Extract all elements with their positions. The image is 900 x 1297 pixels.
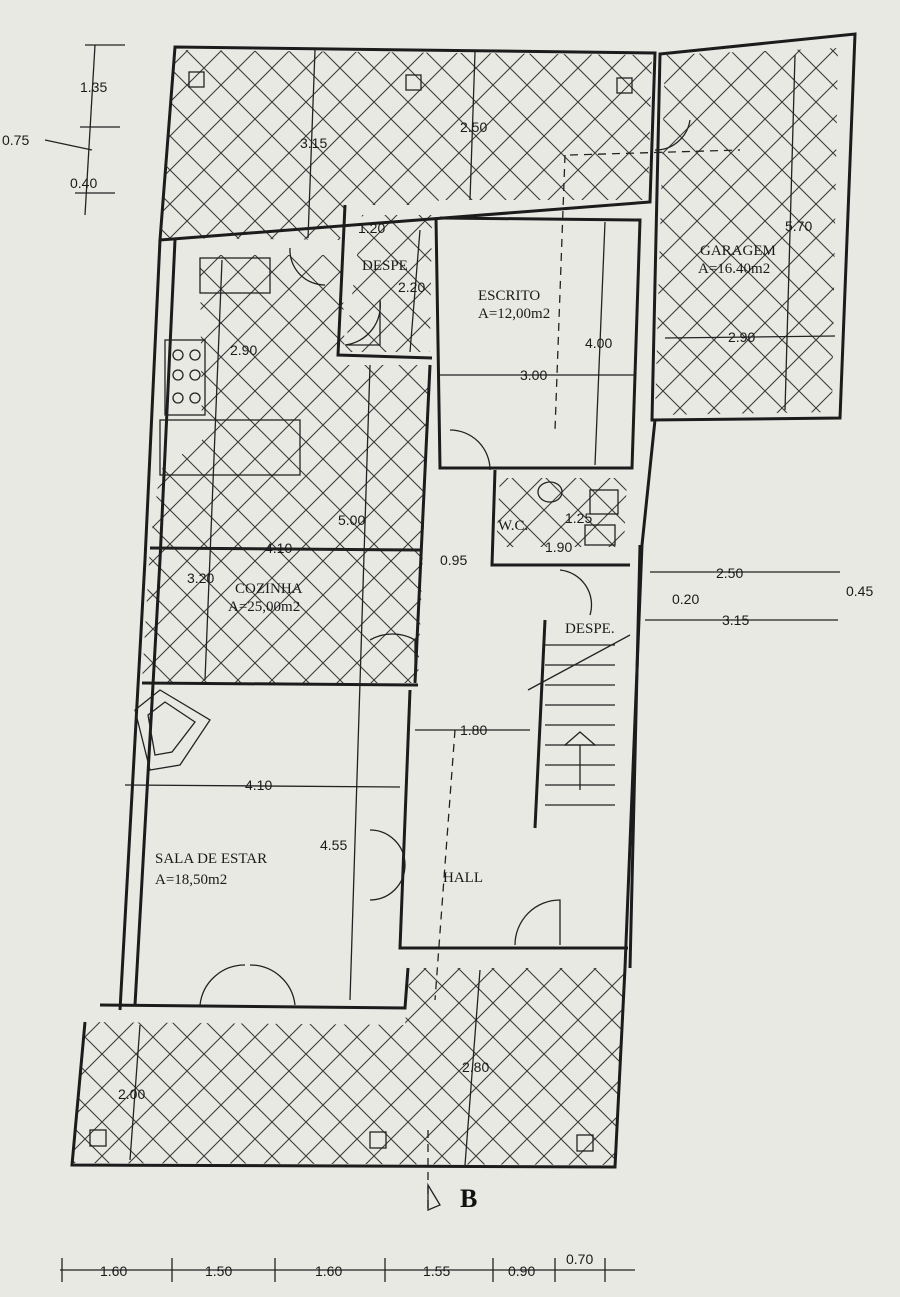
dim-bottom-0-70: 0.70 — [566, 1251, 593, 1267]
sala-area: A=18,50m2 — [155, 872, 227, 888]
dim-2-00: 2.00 — [118, 1086, 145, 1102]
sala-name: SALA DE ESTAR — [155, 851, 267, 867]
dim-2-50-right: 2.50 — [716, 565, 743, 581]
section-arrow-icon — [427, 1182, 441, 1211]
stairs — [527, 634, 631, 806]
tiled-areas — [72, 48, 838, 1165]
dim-0-20: 0.20 — [672, 591, 699, 607]
dim-4-10-sala: 4.10 — [245, 777, 272, 793]
dim-1-25: 1.25 — [565, 510, 592, 526]
dim-5-70: 5.70 — [785, 218, 812, 234]
section-marker: B — [427, 1182, 477, 1213]
hall-name: HALL — [443, 870, 483, 886]
cozinha-name: COZINHA — [235, 581, 303, 597]
dim-5-00: 5.00 — [338, 512, 365, 528]
wc-name: W.C. — [498, 518, 528, 534]
section-letter: B — [460, 1184, 477, 1213]
dim-0-95: 0.95 — [440, 552, 467, 568]
escritorio-name: ESCRITO — [478, 288, 540, 304]
despensa-tiles — [345, 215, 432, 352]
dim-4-10-kitchen: 4.10 — [265, 540, 292, 556]
dim-2-50-top: 2.50 — [460, 119, 487, 135]
fixtures — [89, 71, 691, 1152]
bottom-terrace-tiles — [72, 968, 625, 1165]
cozinha-area: A=25,00m2 — [228, 599, 300, 615]
despensa1-name: DESPE — [362, 258, 408, 274]
dim-1-90: 1.90 — [545, 539, 572, 555]
garagem-name: GARAGEM — [700, 243, 776, 259]
dim-3-20: 3.20 — [187, 570, 214, 586]
dimension-labels: 1.35 0.75 0.40 3.15 2.50 1.20 2.20 5.70 … — [2, 79, 873, 1279]
despensa2-name: DESPE. — [565, 621, 615, 637]
dim-bottom-1-50: 1.50 — [205, 1263, 232, 1279]
dim-4-00: 4.00 — [585, 335, 612, 351]
dim-1-20: 1.20 — [358, 220, 385, 236]
dim-1-80: 1.80 — [460, 722, 487, 738]
garagem-area: A=16.40m2 — [698, 261, 770, 277]
top-terrace-tiles — [160, 50, 652, 240]
dim-3-00: 3.00 — [520, 367, 547, 383]
walls — [70, 32, 857, 1169]
room-labels: GARAGEM A=16.40m2 ESCRITO A=12,00m2 COZI… — [155, 243, 776, 888]
dim-0-75: 0.75 — [2, 132, 29, 148]
dim-2-20: 2.20 — [398, 279, 425, 295]
dim-0-40: 0.40 — [70, 175, 97, 191]
dim-2-90-kitchen: 2.90 — [230, 342, 257, 358]
dim-3-15-right: 3.15 — [722, 612, 749, 628]
dim-0-45: 0.45 — [846, 583, 873, 599]
dim-bottom-1-55: 1.55 — [423, 1263, 450, 1279]
dim-3-15-top: 3.15 — [300, 135, 327, 151]
dim-bottom-1-60b: 1.60 — [315, 1263, 342, 1279]
dim-2-90-garage: 2.90 — [728, 329, 755, 345]
wc-tiles — [496, 478, 627, 547]
escritorio-area: A=12,00m2 — [478, 306, 550, 322]
dim-4-55: 4.55 — [320, 837, 347, 853]
dim-1-35: 1.35 — [80, 79, 107, 95]
dimension-lines — [44, 44, 840, 1282]
dim-2-80: 2.80 — [462, 1059, 489, 1075]
kitchen-tiles — [142, 255, 430, 683]
dim-bottom-1-60a: 1.60 — [100, 1263, 127, 1279]
dim-bottom-0-90: 0.90 — [508, 1263, 535, 1279]
